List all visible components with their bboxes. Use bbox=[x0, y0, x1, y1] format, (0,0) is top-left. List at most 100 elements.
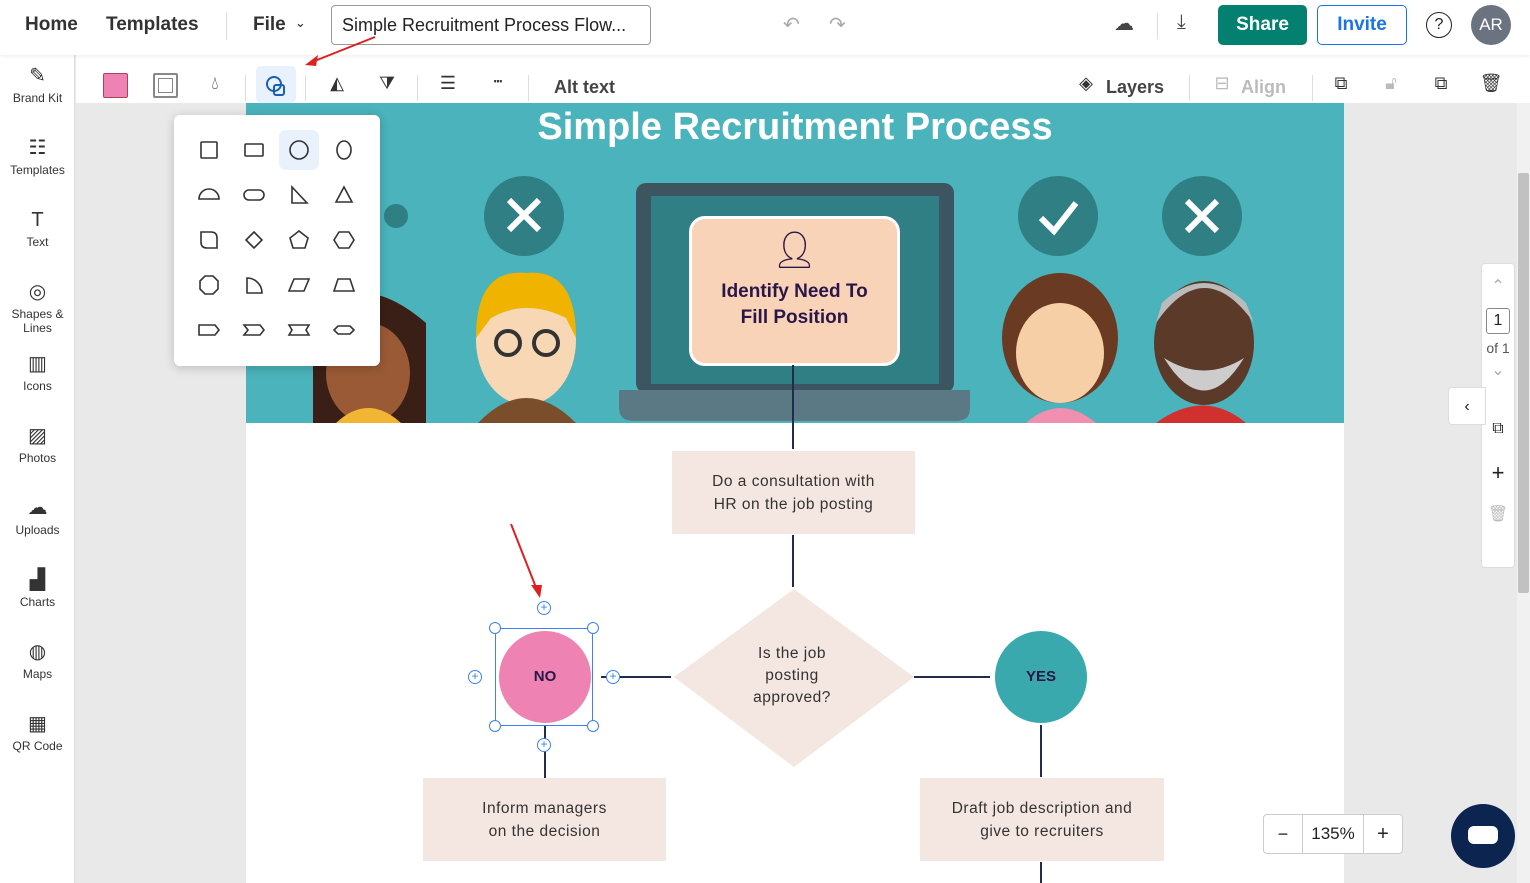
shape-option-quarter-circle[interactable] bbox=[234, 265, 274, 305]
zoom-out-button[interactable]: − bbox=[1277, 823, 1289, 844]
sidebar-item-shapes-lines[interactable]: ◎Shapes & Lines bbox=[0, 279, 75, 335]
add-page-icon[interactable]: + bbox=[1491, 460, 1505, 485]
shape-option-circle[interactable] bbox=[279, 130, 319, 170]
shape-option-right-triangle[interactable] bbox=[279, 175, 319, 215]
shape-option-bowtie[interactable] bbox=[279, 310, 319, 350]
shape-option-elongated-hexagon[interactable] bbox=[324, 310, 364, 350]
chevron-down-icon[interactable]: ⌄ bbox=[295, 15, 306, 30]
shape-option-parallelogram[interactable] bbox=[279, 265, 319, 305]
shapes-icon: ◎ bbox=[28, 281, 47, 303]
shape-option-rectangle[interactable] bbox=[234, 130, 274, 170]
connector-line[interactable] bbox=[1040, 725, 1042, 777]
sidebar-item-templates[interactable]: ☷Templates bbox=[0, 135, 75, 177]
align-button[interactable]: Align bbox=[1241, 77, 1286, 97]
sidebar-item-photos[interactable]: ▨Photos bbox=[0, 423, 75, 465]
ellipse-icon bbox=[336, 140, 352, 160]
alt-text-button[interactable]: Alt text bbox=[554, 77, 616, 97]
add-connector-icon[interactable]: + bbox=[606, 670, 620, 684]
add-connector-icon[interactable]: + bbox=[537, 738, 551, 752]
lock-icon[interactable]: 🔓︎ bbox=[1385, 73, 1397, 93]
home-link[interactable]: Home bbox=[25, 14, 78, 35]
shape-option-pentagon[interactable] bbox=[279, 220, 319, 260]
sidebar-item-icons[interactable]: ▥Icons bbox=[0, 351, 75, 393]
add-connector-icon[interactable]: + bbox=[537, 601, 551, 615]
resize-handle[interactable] bbox=[489, 622, 501, 634]
chat-button[interactable] bbox=[1451, 804, 1515, 868]
page-up-icon[interactable]: ⌃ bbox=[1491, 278, 1505, 295]
shape-picker-button[interactable] bbox=[256, 66, 296, 103]
delete-icon[interactable]: 🗑︎ bbox=[1479, 73, 1503, 93]
file-menu[interactable]: File bbox=[253, 14, 286, 35]
design-canvas[interactable]: Simple Recruitment Process 👤︎ Identify N… bbox=[246, 103, 1344, 883]
connector-line[interactable] bbox=[601, 676, 671, 678]
page-number-input[interactable]: 1 bbox=[1486, 308, 1510, 334]
delete-page-icon[interactable]: 🗑︎ bbox=[1487, 506, 1509, 523]
shape-option-tag[interactable] bbox=[189, 310, 229, 350]
shape-option-chevron[interactable] bbox=[234, 310, 274, 350]
flip-vertical-icon[interactable]: ⧩ bbox=[378, 73, 396, 93]
templates-link[interactable]: Templates bbox=[106, 14, 199, 35]
resize-handle[interactable] bbox=[587, 720, 599, 732]
connector-line[interactable] bbox=[792, 365, 794, 449]
undo-icon[interactable]: ↶ bbox=[783, 14, 800, 36]
border-dash-icon[interactable]: ┅ bbox=[493, 73, 503, 89]
shape-option-trapezoid[interactable] bbox=[324, 265, 364, 305]
flip-horizontal-icon[interactable]: ◭ bbox=[330, 73, 344, 93]
share-button[interactable]: Share bbox=[1218, 5, 1307, 45]
add-connector-icon[interactable]: + bbox=[468, 670, 482, 684]
border-style-icon[interactable] bbox=[153, 73, 178, 98]
shape-option-octagon[interactable] bbox=[189, 265, 229, 305]
download-icon[interactable]: ⤓ bbox=[1177, 11, 1186, 33]
shape-option-triangle[interactable] bbox=[324, 175, 364, 215]
shape-option-ellipse[interactable] bbox=[324, 130, 364, 170]
border-weight-icon[interactable]: ☰ bbox=[439, 73, 457, 93]
connector-line[interactable] bbox=[544, 726, 546, 778]
step-hr-consultation[interactable]: Do a consultation with HR on the job pos… bbox=[672, 451, 915, 534]
decision-diamond[interactable] bbox=[672, 587, 916, 769]
opacity-icon[interactable]: 💧︎ bbox=[211, 73, 219, 93]
sidebar-item-brand-kit[interactable]: ✎Brand Kit bbox=[0, 63, 75, 105]
step-draft-description[interactable]: Draft job description and give to recrui… bbox=[920, 778, 1164, 861]
vertical-scrollbar[interactable] bbox=[1517, 103, 1530, 883]
shape-option-diamond[interactable] bbox=[234, 220, 274, 260]
connector-line[interactable] bbox=[792, 535, 794, 587]
yes-circle[interactable]: YES bbox=[995, 631, 1087, 723]
canvas-title[interactable]: Simple Recruitment Process bbox=[537, 106, 1053, 148]
help-icon[interactable]: ? bbox=[1426, 12, 1452, 38]
layers-button[interactable]: Layers bbox=[1106, 77, 1165, 97]
duplicate-page-icon[interactable]: ⧉ bbox=[1492, 420, 1504, 437]
qr-code-icon: ▦ bbox=[28, 713, 47, 735]
avatar[interactable]: AR bbox=[1471, 5, 1511, 45]
resize-handle[interactable] bbox=[489, 720, 501, 732]
group-icon[interactable]: ⧉ bbox=[1334, 73, 1348, 93]
connector-line[interactable] bbox=[914, 676, 990, 678]
redo-icon[interactable]: ↷ bbox=[829, 14, 846, 36]
fill-color-swatch[interactable] bbox=[103, 73, 128, 98]
sidebar-item-maps[interactable]: ◍Maps bbox=[0, 639, 75, 681]
duplicate-icon[interactable]: ⧉ bbox=[1434, 73, 1448, 93]
zoom-in-button[interactable]: + bbox=[1377, 822, 1389, 845]
page-down-icon[interactable]: ⌄ bbox=[1491, 362, 1505, 379]
zoom-level[interactable]: 135% bbox=[1302, 815, 1364, 853]
no-circle[interactable]: NO bbox=[499, 631, 591, 723]
sidebar-item-qr-code[interactable]: ▦QR Code bbox=[0, 711, 75, 753]
sidebar-item-uploads[interactable]: ☁Uploads bbox=[0, 495, 75, 537]
step-inform-managers[interactable]: Inform managers on the decision bbox=[423, 778, 666, 861]
shape-option-hexagon[interactable] bbox=[324, 220, 364, 260]
document-title-input[interactable]: Simple Recruitment Process Flow... bbox=[331, 5, 651, 45]
resize-handle[interactable] bbox=[587, 622, 599, 634]
shape-option-pill[interactable] bbox=[234, 175, 274, 215]
layers-icon[interactable]: ◈ bbox=[1079, 73, 1093, 93]
shape-option-square[interactable] bbox=[189, 130, 229, 170]
process-start-card[interactable]: 👤︎ Identify Need To Fill Position bbox=[689, 216, 900, 366]
bowtie-icon bbox=[287, 324, 311, 336]
invite-button[interactable]: Invite bbox=[1317, 5, 1407, 45]
shape-option-rounded-square[interactable] bbox=[189, 220, 229, 260]
scrollbar-thumb[interactable] bbox=[1518, 173, 1529, 593]
sidebar-item-charts[interactable]: ▟Charts bbox=[0, 567, 75, 609]
connector-line[interactable] bbox=[1040, 862, 1042, 883]
shape-option-semicircle[interactable] bbox=[189, 175, 229, 215]
collapse-panel-chevron-icon[interactable]: ‹ bbox=[1448, 387, 1486, 425]
